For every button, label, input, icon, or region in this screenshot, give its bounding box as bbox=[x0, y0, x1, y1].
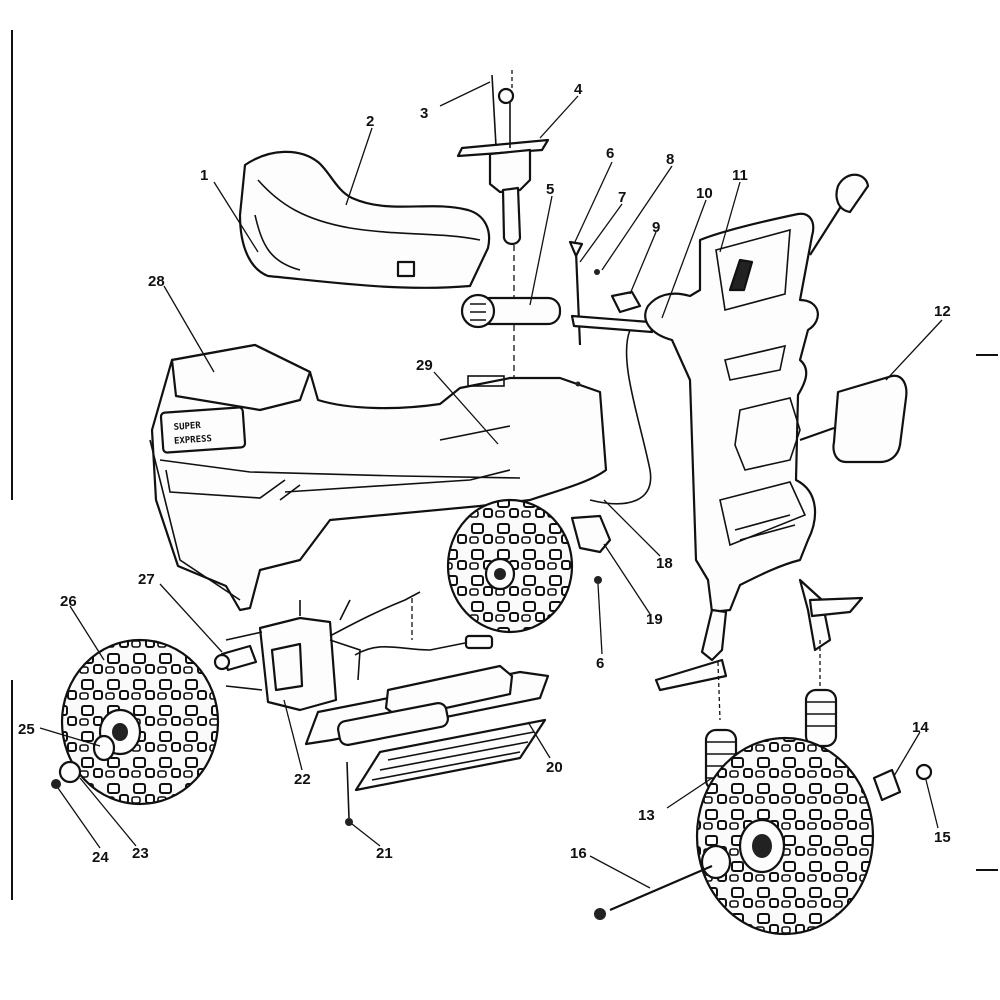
front-tower bbox=[644, 173, 870, 614]
leader-lines bbox=[39, 81, 943, 889]
gearbox bbox=[225, 591, 494, 712]
callout-1: 1 bbox=[200, 167, 208, 184]
callout-23: 23 bbox=[132, 845, 149, 862]
callout-24: 24 bbox=[92, 849, 109, 866]
battery-tray bbox=[304, 664, 550, 826]
callout-29: 29 bbox=[416, 357, 433, 374]
front-wheel bbox=[594, 736, 933, 936]
seat bbox=[238, 150, 491, 289]
callout-numbers: 1 2 3 4 5 6 7 8 9 10 11 12 13 14 15 16 1… bbox=[18, 81, 951, 866]
body-label-line1: SUPER bbox=[173, 421, 201, 433]
callout-12: 12 bbox=[934, 303, 951, 320]
callout-10: 10 bbox=[696, 185, 713, 202]
callout-16: 16 bbox=[570, 845, 587, 862]
callout-6-bottom: 6 bbox=[596, 655, 604, 672]
callout-28: 28 bbox=[148, 273, 165, 290]
callout-14: 14 bbox=[912, 719, 929, 736]
callout-21: 21 bbox=[376, 845, 393, 862]
callout-9: 9 bbox=[652, 219, 660, 236]
callout-7: 7 bbox=[618, 189, 626, 206]
callout-25: 25 bbox=[18, 721, 35, 738]
right-edge-ticks bbox=[976, 354, 998, 871]
side-wheel bbox=[446, 498, 612, 634]
mirror bbox=[799, 374, 908, 464]
callout-4: 4 bbox=[574, 81, 583, 98]
callout-3: 3 bbox=[420, 105, 428, 122]
callout-5: 5 bbox=[546, 181, 554, 198]
callout-6-top: 6 bbox=[606, 145, 614, 162]
callout-20: 20 bbox=[546, 759, 563, 776]
callout-15: 15 bbox=[934, 829, 951, 846]
callout-19: 19 bbox=[646, 611, 663, 628]
callout-11: 11 bbox=[732, 167, 748, 184]
handlebar-assembly bbox=[460, 240, 654, 505]
main-body-shell bbox=[149, 343, 608, 612]
callout-2: 2 bbox=[366, 113, 374, 130]
rear-axle-bolt bbox=[213, 644, 258, 672]
callout-18: 18 bbox=[656, 555, 673, 572]
rear-wheel bbox=[51, 638, 220, 806]
body-label-plate: SUPER EXPRESS bbox=[173, 421, 212, 447]
seat-post-bracket bbox=[456, 70, 550, 380]
callout-22: 22 bbox=[294, 771, 311, 788]
callout-13: 13 bbox=[638, 807, 655, 824]
callout-8: 8 bbox=[666, 151, 674, 168]
callout-27: 27 bbox=[138, 571, 155, 588]
callout-26: 26 bbox=[60, 593, 77, 610]
body-label-line2: EXPRESS bbox=[174, 434, 213, 447]
